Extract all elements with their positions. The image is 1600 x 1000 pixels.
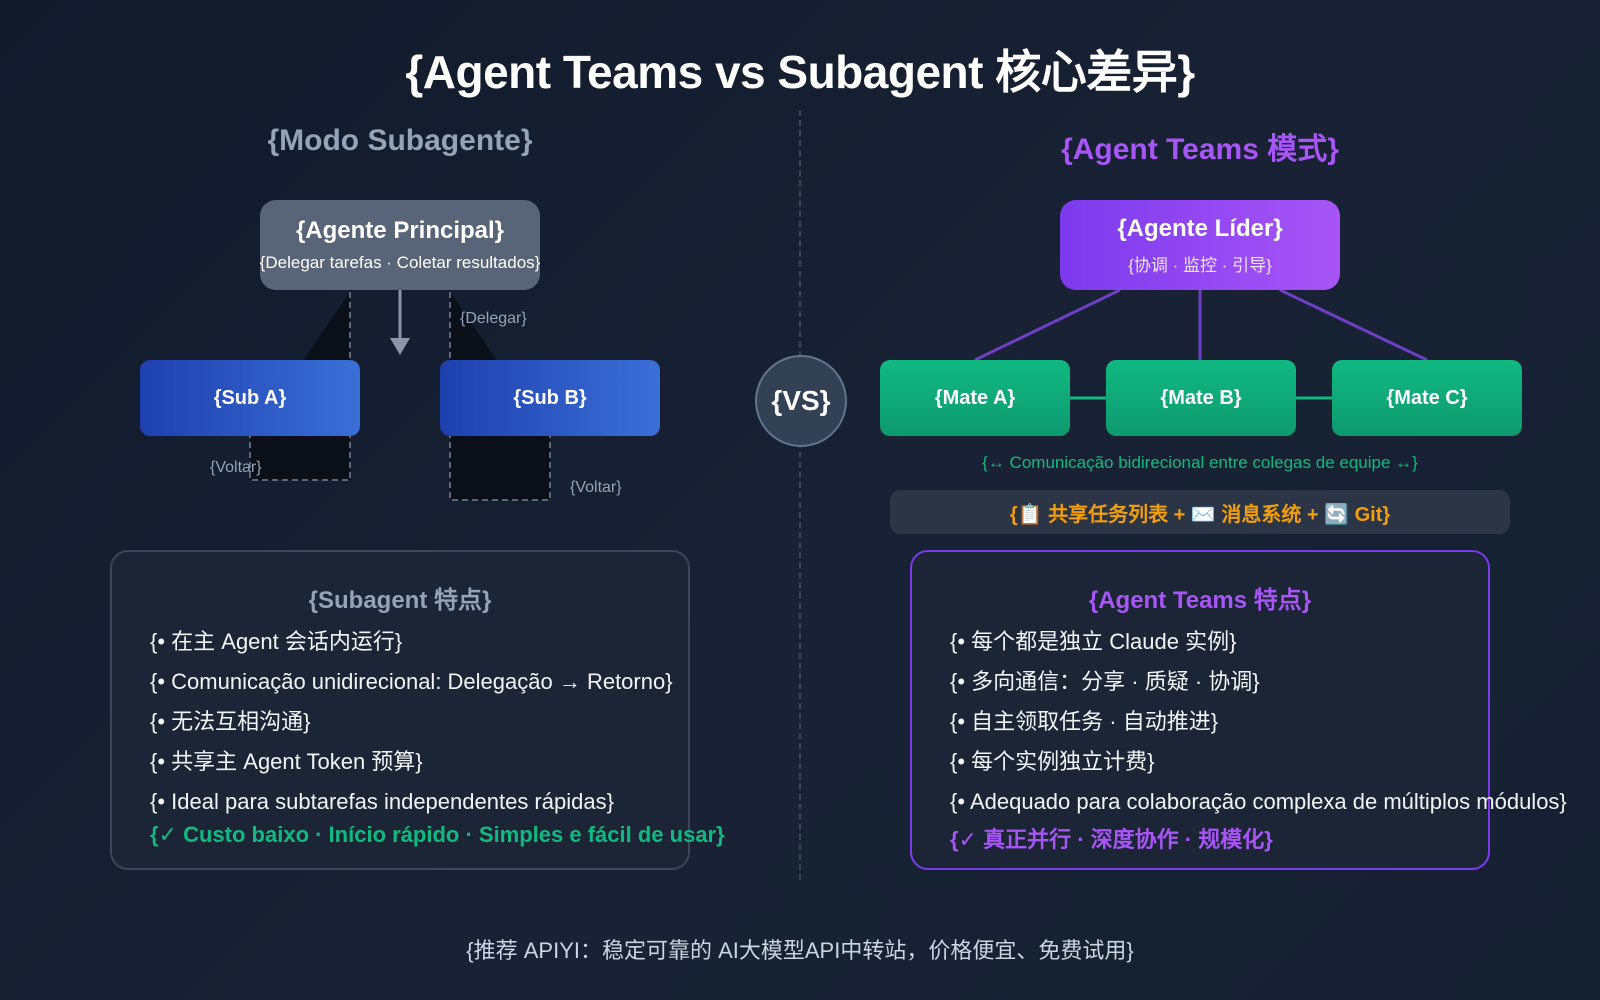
agent-teams-feature-item: {• 每个都是独立 Claude 实例} [950, 629, 1237, 654]
leader-subtitle: {协调 · 监控 · 引导} [1128, 255, 1272, 275]
mate-c-node: {Mate C} [1332, 360, 1522, 436]
mate-b-node: {Mate B} [1106, 360, 1296, 436]
sub-a-node: {Sub A} [140, 360, 360, 436]
center-divider [799, 110, 801, 880]
mate-a-node: {Mate A} [880, 360, 1070, 436]
subagent-feature-item: {• 共享主 Agent Token 预算} [150, 749, 423, 774]
agent-teams-feature-item: {• 多向通信：分享 · 质疑 · 协调} [950, 669, 1260, 694]
agent-teams-highlight: {✓ 真正并行 · 深度协作 · 规模化} [950, 827, 1273, 852]
leader-to-mate-c-line [1279, 288, 1428, 362]
subagent-features-title: {Subagent 特点} [308, 587, 492, 614]
sub-b-node: {Sub B} [440, 360, 660, 436]
footer-note: {推荐 APIYI：稳定可靠的 AI大模型API中转站，价格便宜、免费试用} [466, 938, 1134, 963]
shared-systems-bar: {📋 共享任务列表 + ✉️ 消息系统 + 🔄 Git} [890, 490, 1510, 534]
agent-teams-features-panel: {Agent Teams 特点} {• 每个都是独立 Claude 实例} {•… [910, 550, 1567, 870]
leader-title: {Agente Líder} [1117, 214, 1283, 242]
agent-teams-feature-item: {• Adequado para colaboração complexa de… [950, 789, 1567, 814]
subagent-features-panel: {Subagent 特点} {• 在主 Agent 会话内运行} {• Comu… [110, 550, 725, 870]
main-agent-node: {Agente Principal} {Delegar tarefas · Co… [260, 200, 540, 290]
vs-badge: {VS} [755, 355, 847, 447]
delegate-label: {Delegar} [460, 310, 527, 327]
agent-teams-feature-item: {• 每个实例独立计费} [950, 749, 1155, 774]
leader-agent-node: {Agente Líder} {协调 · 监控 · 引导} [1060, 200, 1340, 290]
subagent-feature-item: {• Comunicação unidirecional: Delegação … [150, 669, 673, 694]
subagent-feature-item: {• 无法互相沟通} [150, 709, 311, 734]
subagent-highlight: {✓ Custo baixo · Início rápido · Simples… [150, 822, 725, 847]
subagent-feature-item: {• 在主 Agent 会话内运行} [150, 629, 403, 654]
return-label-a: {Voltar} [210, 459, 262, 476]
return-label-b: {Voltar} [570, 479, 622, 496]
subagent-mode-heading: {Modo Subagente} [267, 124, 533, 157]
main-agent-title: {Agente Principal} [295, 217, 505, 244]
agent-teams-features-title: {Agent Teams 特点} [1088, 587, 1312, 614]
leader-to-mate-a-line [974, 288, 1121, 362]
delegate-arrow [390, 290, 410, 355]
agent-teams-feature-item: {• 自主领取任务 · 自动推进} [950, 709, 1219, 734]
page-title: {Agent Teams vs Subagent 核心差异} [405, 46, 1195, 98]
subagent-feature-item: {• Ideal para subtarefas independentes r… [150, 789, 614, 814]
agent-teams-mode-heading: {Agent Teams 模式} [1061, 133, 1339, 166]
main-agent-subtitle: {Delegar tarefas · Coletar resultados} [259, 253, 541, 272]
bidirectional-comm-label: {↔ Comunicação bidirecional entre colega… [982, 453, 1418, 472]
